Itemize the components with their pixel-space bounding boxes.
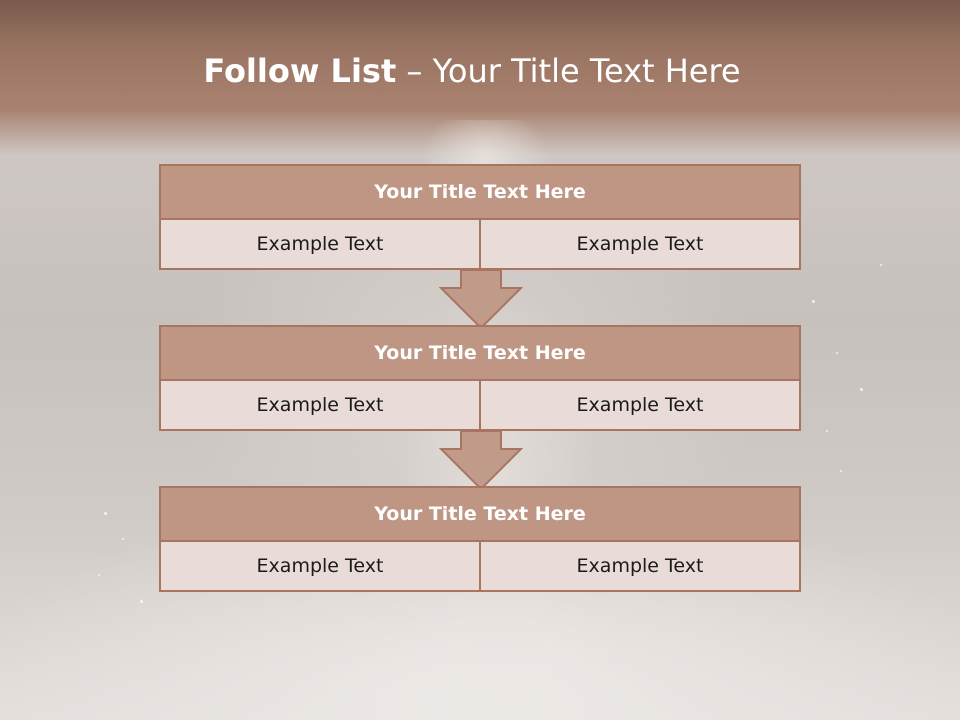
step-title: Your Title Text Here: [159, 486, 801, 542]
step-row: Example Text Example Text: [159, 542, 801, 592]
step-right-text: Example Text: [479, 381, 799, 429]
step-left-text: Example Text: [161, 542, 479, 590]
dust-particle: [140, 600, 143, 603]
down-arrow-icon: [439, 270, 523, 330]
step-left-text: Example Text: [161, 381, 479, 429]
dust-particle: [826, 430, 828, 432]
step-right-text: Example Text: [479, 220, 799, 268]
step-row: Example Text Example Text: [159, 381, 801, 431]
step-title: Your Title Text Here: [159, 325, 801, 381]
dust-particle: [812, 300, 815, 303]
slide-title: Follow List – Your Title Text Here: [0, 52, 944, 90]
dust-particle: [122, 538, 124, 540]
step-row: Example Text Example Text: [159, 220, 801, 270]
dust-particle: [836, 352, 838, 354]
step-left-text: Example Text: [161, 220, 479, 268]
step-right-text: Example Text: [479, 542, 799, 590]
slide-title-bold: Follow List: [203, 52, 397, 90]
dust-particle: [104, 512, 107, 515]
dust-particle: [98, 574, 100, 576]
step-title: Your Title Text Here: [159, 164, 801, 220]
step-block-1: Your Title Text Here Example Text Exampl…: [159, 164, 801, 270]
step-block-2: Your Title Text Here Example Text Exampl…: [159, 325, 801, 431]
down-arrow-icon: [439, 431, 523, 491]
step-block-3: Your Title Text Here Example Text Exampl…: [159, 486, 801, 592]
dust-particle: [860, 388, 863, 391]
dust-particle: [880, 264, 882, 266]
slide-title-rest: – Your Title Text Here: [396, 52, 741, 90]
dust-particle: [840, 470, 842, 472]
